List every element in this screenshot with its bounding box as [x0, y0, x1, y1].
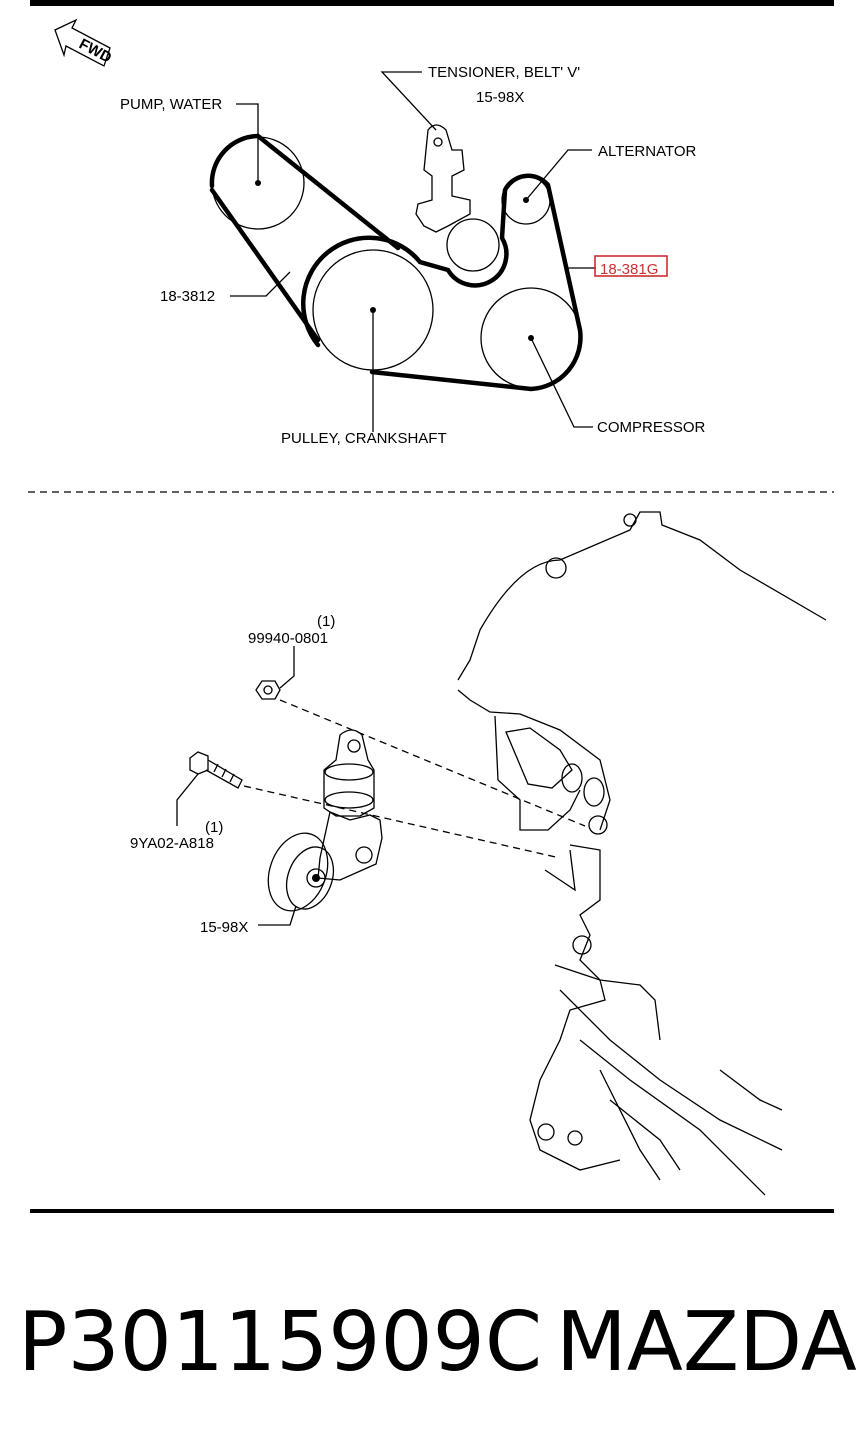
tensioner-label: TENSIONER, BELT' V'	[428, 64, 580, 81]
engine-block-outline	[457, 511, 827, 1196]
bolt-part-label: 9YA02-A818	[130, 835, 214, 852]
drive-belt-18-381G	[301, 173, 583, 392]
water-pump-label: PUMP, WATER	[120, 96, 222, 113]
mounting-bolt	[189, 751, 243, 789]
nut-qty-label: (1)	[317, 613, 335, 630]
nut-assembly-line	[279, 699, 586, 827]
top-border	[30, 0, 834, 6]
bolt-assembly-line	[243, 785, 561, 859]
flange-nut	[255, 680, 281, 700]
tensioner-part-label: 15-98X	[476, 89, 524, 106]
drive-belt-18-3812	[209, 133, 401, 343]
brand-name: MAZDA	[556, 1295, 857, 1390]
highlight-box	[594, 255, 668, 277]
bolt-qty-label: (1)	[205, 819, 223, 836]
crankshaft-label: PULLEY, CRANKSHAFT	[281, 430, 447, 447]
top-leader-lines	[230, 71, 596, 432]
compressor-label: COMPRESSOR	[597, 419, 706, 436]
tensioner-part-number-label: 15-98X	[200, 919, 248, 936]
alternator-label: ALTERNATOR	[598, 143, 697, 160]
fwd-arrow-icon	[54, 18, 111, 67]
belt-right-label: 18-381G	[600, 261, 658, 278]
nut-part-label: 99940-0801	[248, 630, 328, 647]
bottom-border	[30, 1209, 834, 1213]
part-number: P30115909C	[18, 1295, 542, 1390]
belt-left-label: 18-3812	[160, 288, 215, 305]
bottom-leader-lines	[176, 646, 297, 926]
belt-tensioner-part	[267, 729, 383, 912]
tensioner-assembly	[415, 124, 500, 272]
